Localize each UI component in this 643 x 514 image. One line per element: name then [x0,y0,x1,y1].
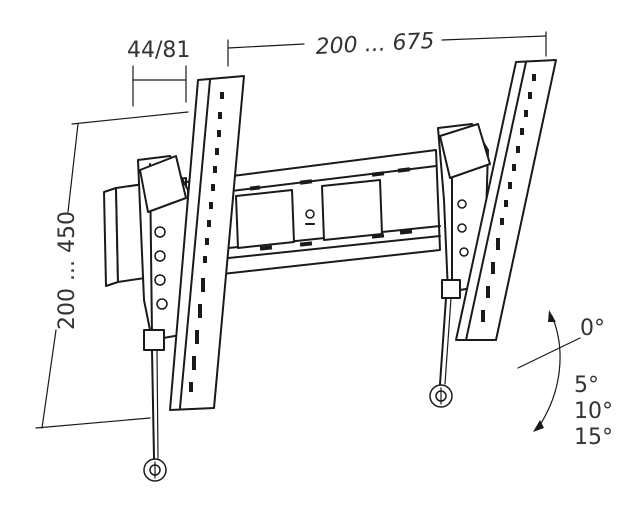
depth-dimension [132,65,187,107]
right-release-handle [429,384,453,408]
left-pull-cord [151,349,159,459]
vertical-dimension [35,111,189,429]
tilt-angle-15: 15° [574,425,613,450]
left-release-handle [143,458,167,482]
depth-dimension-label: 44/81 [127,38,190,63]
left-arm [169,75,245,411]
right-arm [455,59,557,341]
tilt-zero-angle: 0° [580,316,605,341]
tilt-angle-5: 5° [574,373,599,398]
vertical-dimension-label: 200 ... 450 [55,211,80,330]
horizontal-dimension [227,31,547,67]
horizontal-dimension-label: 200 ... 675 [315,29,435,60]
right-pull-cord [439,297,452,385]
tilt-angle-10: 10° [574,399,613,424]
tilt-range-arc [517,310,581,432]
